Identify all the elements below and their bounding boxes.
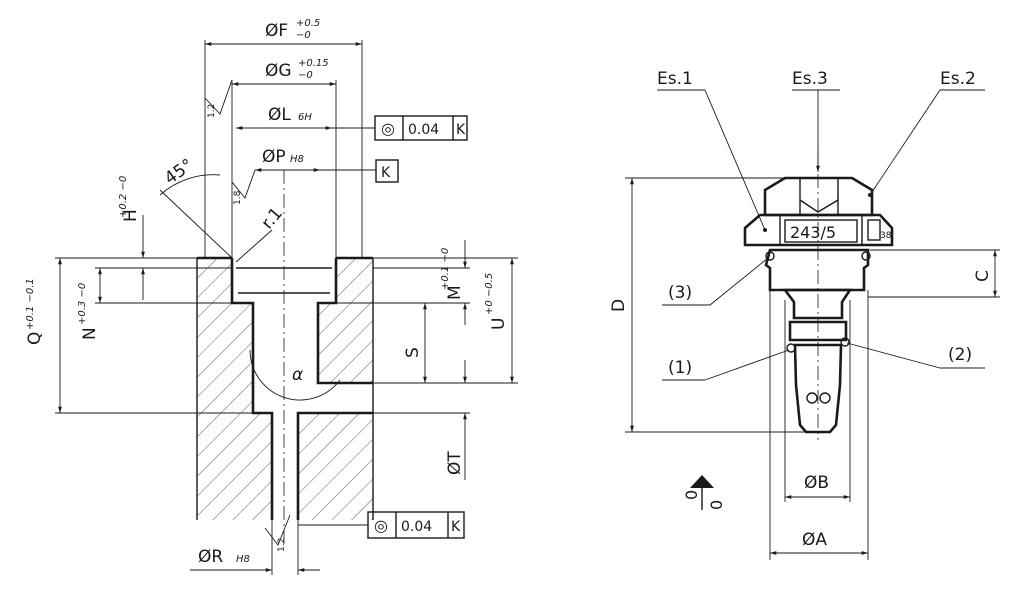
- es2-leader: [869, 89, 941, 196]
- angle-arc-alpha: [249, 349, 341, 401]
- dim-g-tol-upper: +0.15: [298, 58, 329, 69]
- angle-arc-45: [159, 174, 221, 196]
- oring-3-right: [861, 251, 871, 261]
- upper-body: [764, 248, 870, 292]
- dim-l-label: ØL: [268, 105, 291, 125]
- radius-leader: [235, 229, 273, 263]
- tol-value: 0.04: [401, 519, 432, 535]
- callout-1-leader: [704, 349, 790, 381]
- concentricity-icon: ◎: [374, 516, 388, 535]
- dim-m-tol: +0.1 −0: [440, 248, 451, 290]
- bore-profile-right-lower: [296, 411, 373, 520]
- oring-2: [840, 337, 850, 347]
- flange: [743, 213, 894, 247]
- dim-a-label: ØA: [802, 530, 827, 550]
- callout-2-label: (2): [948, 345, 972, 365]
- datum-k-label: K: [381, 165, 391, 181]
- dim-f-tol-upper: +0.5: [296, 18, 320, 29]
- concentricity-icon: ◎: [381, 119, 395, 138]
- dim-h-label: H: [121, 209, 141, 222]
- dim-u-tol: +0 −0.5: [484, 273, 495, 315]
- dim-n-label: N: [80, 327, 100, 340]
- bore-profile-left: [230, 258, 274, 520]
- roughness-mark-2: 1.8: [231, 169, 256, 205]
- hex-nut-top: [763, 176, 874, 217]
- es3-label: Es.3: [792, 69, 828, 89]
- tol-datum: K: [456, 122, 466, 138]
- stem: [793, 343, 843, 434]
- dim-l-fit: 6H: [298, 112, 312, 123]
- dim-n-tol: +0.3 −0: [77, 283, 88, 325]
- dim-p-fit: H8: [290, 154, 304, 165]
- datum-k-box: [375, 159, 399, 183]
- dim-r-fit: H8: [236, 554, 250, 565]
- chamfer-line: [159, 189, 233, 259]
- hex-chamfer: [799, 199, 839, 213]
- marking-box: [784, 219, 858, 243]
- taper: [782, 288, 853, 320]
- callout-3-leader: [709, 257, 769, 306]
- hatched-body: [197, 258, 272, 520]
- dim-c-label: C: [973, 270, 993, 282]
- direction-symbol-top: 0: [682, 490, 701, 500]
- es1-label: Es.1: [657, 69, 693, 89]
- dim-f-label: ØF: [265, 21, 288, 41]
- es1-dot: [763, 228, 767, 232]
- dim-t-label: ØT: [445, 451, 465, 475]
- roughness-value: 1.2: [277, 538, 287, 552]
- roughness-mark-3: 1.2: [264, 514, 291, 552]
- dim-q-label: Q: [25, 332, 45, 345]
- hole: [806, 392, 818, 404]
- dim-g-label: ØG: [265, 61, 292, 81]
- logo-box: [867, 219, 881, 241]
- dim-f-tol-lower: −0: [296, 30, 311, 41]
- tolerance-frame-top: ◎ 0.04 K: [374, 115, 468, 141]
- dim-s-label: S: [403, 347, 423, 358]
- dim-r-label: ØR: [198, 547, 223, 567]
- direction-arrow-icon: 0 0: [682, 475, 726, 510]
- right-part-drawing: 243/5 38 Es.1 Es.3 Es.2 (3) (1): [609, 69, 1000, 560]
- callout-1-label: (1): [668, 358, 692, 378]
- angle-45-label: 45°: [161, 155, 197, 189]
- callout-2-leader: [846, 342, 941, 369]
- tol-datum: K: [451, 519, 461, 535]
- logo-code: 38: [880, 231, 892, 241]
- groove: [788, 320, 848, 342]
- dim-d-label: D: [609, 299, 629, 312]
- radius-label: r.1: [258, 204, 287, 233]
- roughness-value: 1.2: [207, 104, 217, 118]
- angle-alpha-label: α: [292, 365, 303, 385]
- roughness-mark-1: 1.2: [204, 79, 233, 118]
- direction-symbol-bottom: 0: [707, 500, 726, 510]
- bore-profile-right: [316, 258, 373, 385]
- hole: [819, 392, 831, 404]
- hatched-body-right: [298, 258, 373, 520]
- es2-dot: [868, 193, 872, 197]
- callout-3-label: (3): [668, 283, 692, 303]
- dim-u-label: U: [489, 318, 509, 330]
- es2-label: Es.2: [940, 69, 976, 89]
- dim-g-tol-lower: −0: [298, 70, 313, 81]
- dim-q-tol: +0.1 −0.1: [25, 278, 36, 330]
- block-outline: [196, 258, 374, 520]
- roughness-value: 1.8: [233, 190, 243, 205]
- oring-3: [765, 251, 775, 261]
- es1-leader: [704, 89, 766, 231]
- tol-value: 0.04: [408, 122, 439, 138]
- marking-text: 243/5: [790, 223, 836, 242]
- dim-h-tol: +0.2 −0: [118, 176, 129, 218]
- tolerance-frame-bottom: ◎ 0.04 K: [367, 511, 465, 539]
- left-section-drawing: Q +0.1 −0.1 N +0.3 −0 H +0.2 −0 M +0.1 −…: [25, 18, 518, 575]
- dim-b-label: ØB: [804, 473, 829, 493]
- dim-p-label: ØP: [262, 147, 286, 167]
- dim-m-label: M: [445, 285, 465, 300]
